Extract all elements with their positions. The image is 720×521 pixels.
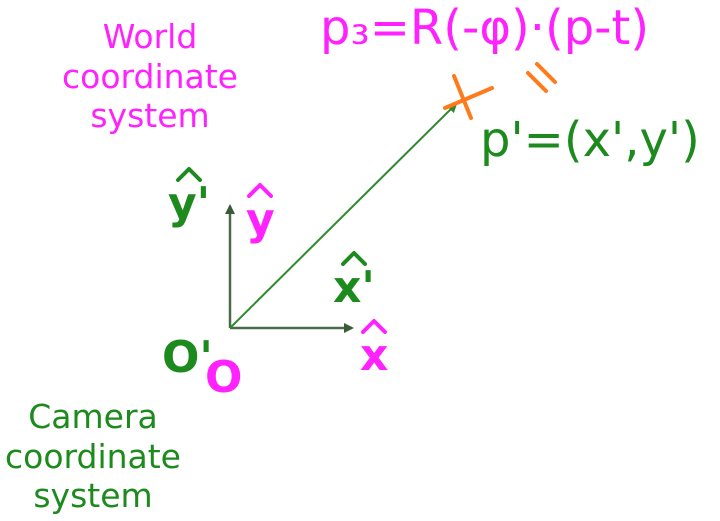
camera-origin-label: O' <box>162 332 213 383</box>
point-marker-cross <box>443 74 494 120</box>
camera-coordinate-system-label: Camera coordinate system <box>4 397 181 516</box>
world-coordinate-system-label: World coordinate system <box>61 17 238 136</box>
world-x-axis-label: x <box>360 318 388 378</box>
hat-icon <box>333 250 375 266</box>
equals-rotated <box>526 62 557 93</box>
camera-y-axis-label: y' <box>168 166 210 226</box>
world-y-axis-label: y <box>246 182 275 242</box>
hat-icon <box>168 166 210 182</box>
formula-p-prime: p'=(x',y') <box>480 112 700 168</box>
hat-icon <box>246 182 275 198</box>
hat-icon <box>360 318 388 334</box>
camera-x-axis-label: x' <box>333 250 375 310</box>
formula-p3: p₃=R(-φ)·(p-t) <box>320 0 650 56</box>
position-vector-line <box>229 102 458 329</box>
world-origin-label: O <box>205 352 243 403</box>
